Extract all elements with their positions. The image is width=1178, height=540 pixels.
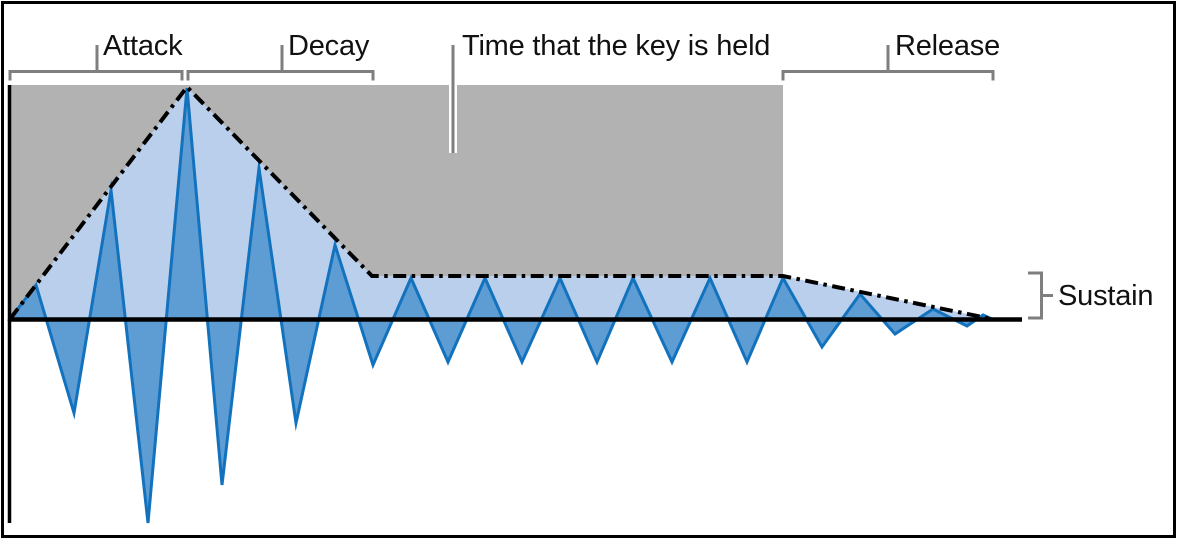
envelope-contour-line [8,83,993,321]
sustain-label: Sustain [1058,280,1153,312]
key-held-label: Time that the key is held [462,30,770,62]
attack-label: Attack [103,30,183,62]
release-label: Release [895,30,1000,62]
decay-label: Decay [288,30,370,62]
